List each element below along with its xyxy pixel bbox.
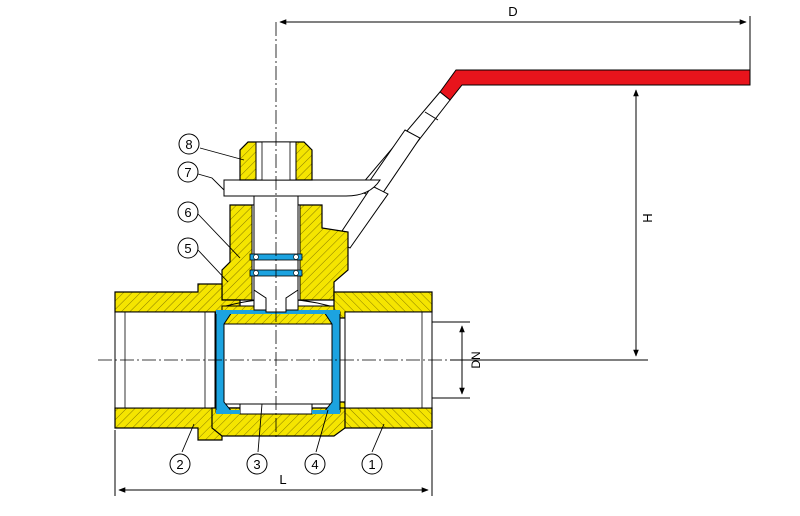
dimension-l-label: L — [279, 472, 286, 487]
svg-text:8: 8 — [185, 137, 192, 152]
svg-text:3: 3 — [253, 457, 260, 472]
callout-6: 6 — [177, 201, 199, 223]
dimension-d — [279, 16, 751, 70]
callout-4: 4 — [304, 453, 326, 475]
callout-8: 8 — [178, 133, 200, 155]
dimension-h-label: H — [640, 213, 655, 222]
dimension-dn-label: DN — [469, 351, 483, 368]
svg-text:5: 5 — [184, 241, 191, 256]
dimension-l — [114, 430, 433, 496]
dimension-d-label: D — [508, 4, 517, 19]
callouts: 8 7 6 5 2 3 4 1 — [169, 133, 383, 475]
center-lines — [98, 22, 448, 440]
valve-body-center — [211, 401, 346, 437]
callout-1: 1 — [361, 453, 383, 475]
svg-text:2: 2 — [176, 457, 183, 472]
dimension-dn — [432, 321, 470, 399]
svg-text:7: 7 — [184, 165, 191, 180]
callout-leaders — [181, 147, 385, 453]
lever-handle — [335, 69, 751, 249]
svg-text:1: 1 — [368, 457, 375, 472]
callout-3: 3 — [246, 453, 268, 475]
callout-2: 2 — [169, 453, 191, 475]
ball — [221, 298, 335, 405]
svg-text:4: 4 — [311, 457, 318, 472]
handle-plate — [223, 179, 381, 197]
svg-text:6: 6 — [184, 205, 191, 220]
dimension-h — [450, 89, 648, 361]
callout-5: 5 — [177, 237, 199, 259]
callout-7: 7 — [177, 161, 199, 183]
